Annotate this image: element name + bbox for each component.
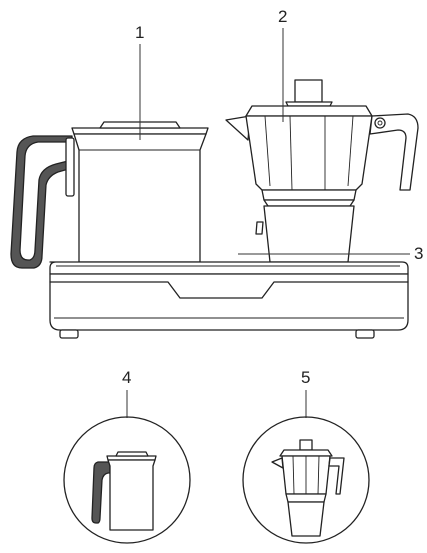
milk-jug-body <box>73 133 207 263</box>
moka-pot-upper-chamber <box>245 115 373 191</box>
callout-4: 4 <box>122 368 132 387</box>
detail-circle-jug <box>63 416 191 544</box>
moka-pot-handle <box>369 113 419 191</box>
base-tray-body <box>49 273 409 331</box>
base-tray-top <box>49 261 409 275</box>
callout-2: 2 <box>278 7 288 26</box>
detail-circle-moka-pot <box>242 416 370 544</box>
callout-3: 3 <box>414 244 424 263</box>
moka-pot-knob <box>294 79 323 103</box>
moka-pot <box>225 79 419 263</box>
milk-jug <box>10 121 209 269</box>
callout-5: 5 <box>301 368 311 387</box>
base-tray <box>49 261 409 339</box>
callout-1: 1 <box>135 23 145 42</box>
